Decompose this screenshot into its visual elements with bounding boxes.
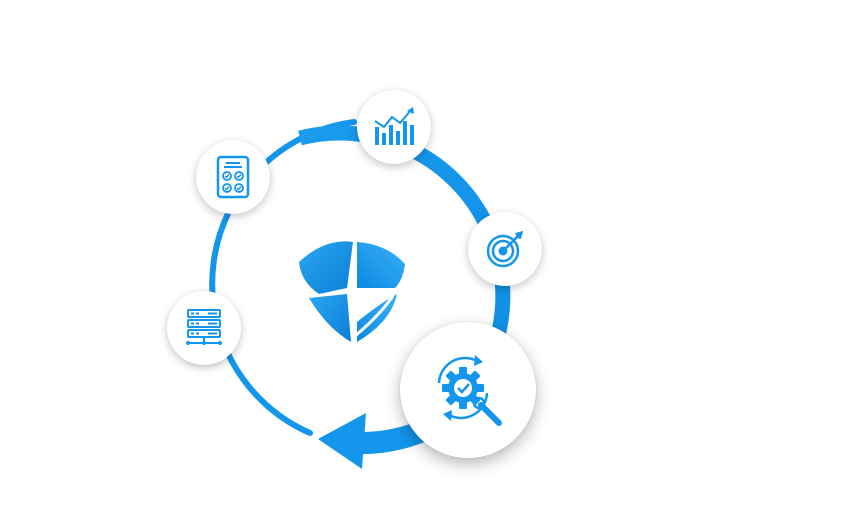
server-rack-network-icon	[186, 309, 222, 345]
node-target	[468, 212, 542, 286]
node-gear-check	[400, 322, 536, 458]
ring-arc-thin	[209, 119, 357, 436]
gear-check-search-icon	[437, 355, 502, 426]
target-arrow-icon	[486, 231, 523, 268]
shield-logo-icon	[299, 241, 405, 342]
node-checklist	[196, 140, 270, 214]
bar-chart-trend-icon	[374, 107, 414, 145]
node-server	[167, 291, 241, 365]
ring-arrow-head	[318, 413, 366, 469]
checklist-document-icon	[216, 155, 250, 199]
node-bar-chart	[357, 90, 431, 164]
